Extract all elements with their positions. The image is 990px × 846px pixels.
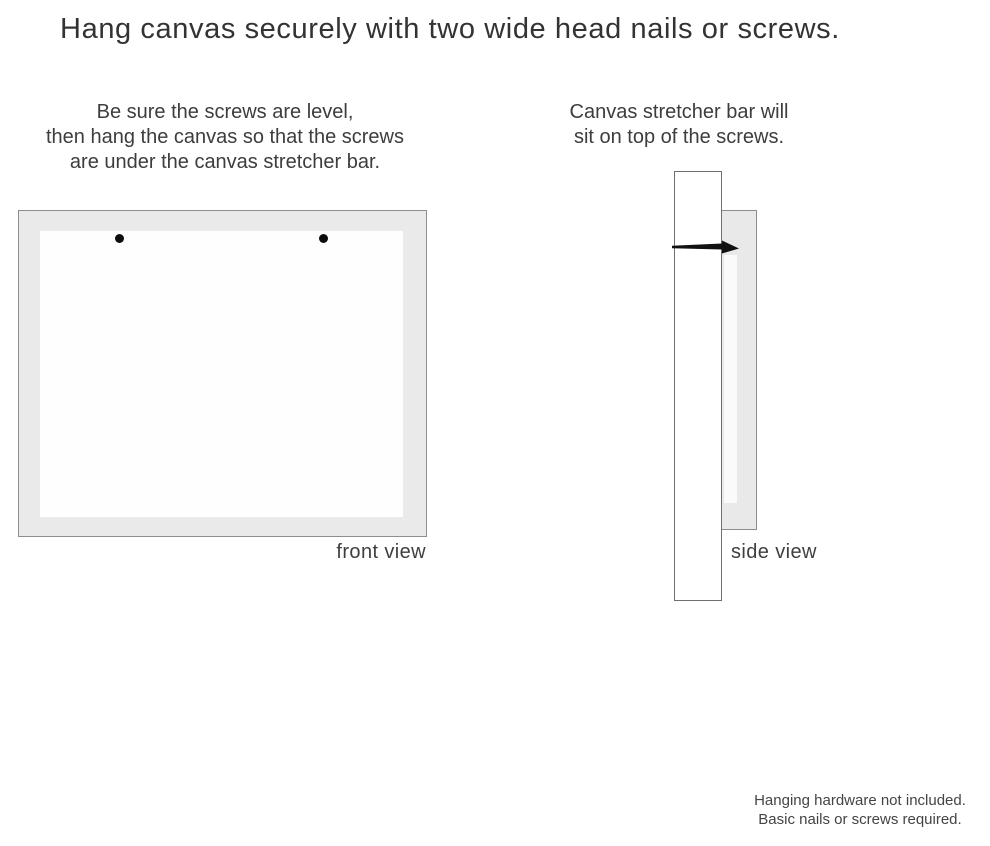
footer-note: Hanging hardware not included. Basic nai… xyxy=(738,791,982,829)
front-instructions: Be sure the screws are level, then hang … xyxy=(25,100,425,175)
front-instructions-line: Be sure the screws are level, xyxy=(96,101,354,123)
page-title: Hang canvas securely with two wide head … xyxy=(60,13,840,45)
side-instructions-line: sit on top of the screws. xyxy=(573,126,785,148)
front-instructions-line: then hang the canvas so that the screws xyxy=(46,126,404,148)
side-instructions-line: Canvas stretcher bar will xyxy=(569,101,789,123)
footer-note-line: Basic nails or screws required. xyxy=(758,811,962,828)
screw-dot-left-icon xyxy=(115,234,124,243)
front-view-label: front view xyxy=(336,541,426,563)
front-instructions-line: are under the canvas stretcher bar. xyxy=(69,151,381,173)
nail-icon xyxy=(672,240,739,254)
front-view-canvas-frame xyxy=(18,210,427,537)
screw-dot-right-icon xyxy=(319,234,328,243)
side-view-label: side view xyxy=(731,541,817,563)
side-view-stretcher-bar xyxy=(674,171,722,601)
side-view-canvas-profile xyxy=(721,210,757,530)
side-view-canvas-inner xyxy=(724,255,737,503)
footer-note-line: Hanging hardware not included. xyxy=(754,792,966,809)
front-view-canvas-face xyxy=(40,231,403,517)
side-instructions: Canvas stretcher bar will sit on top of … xyxy=(540,100,818,150)
